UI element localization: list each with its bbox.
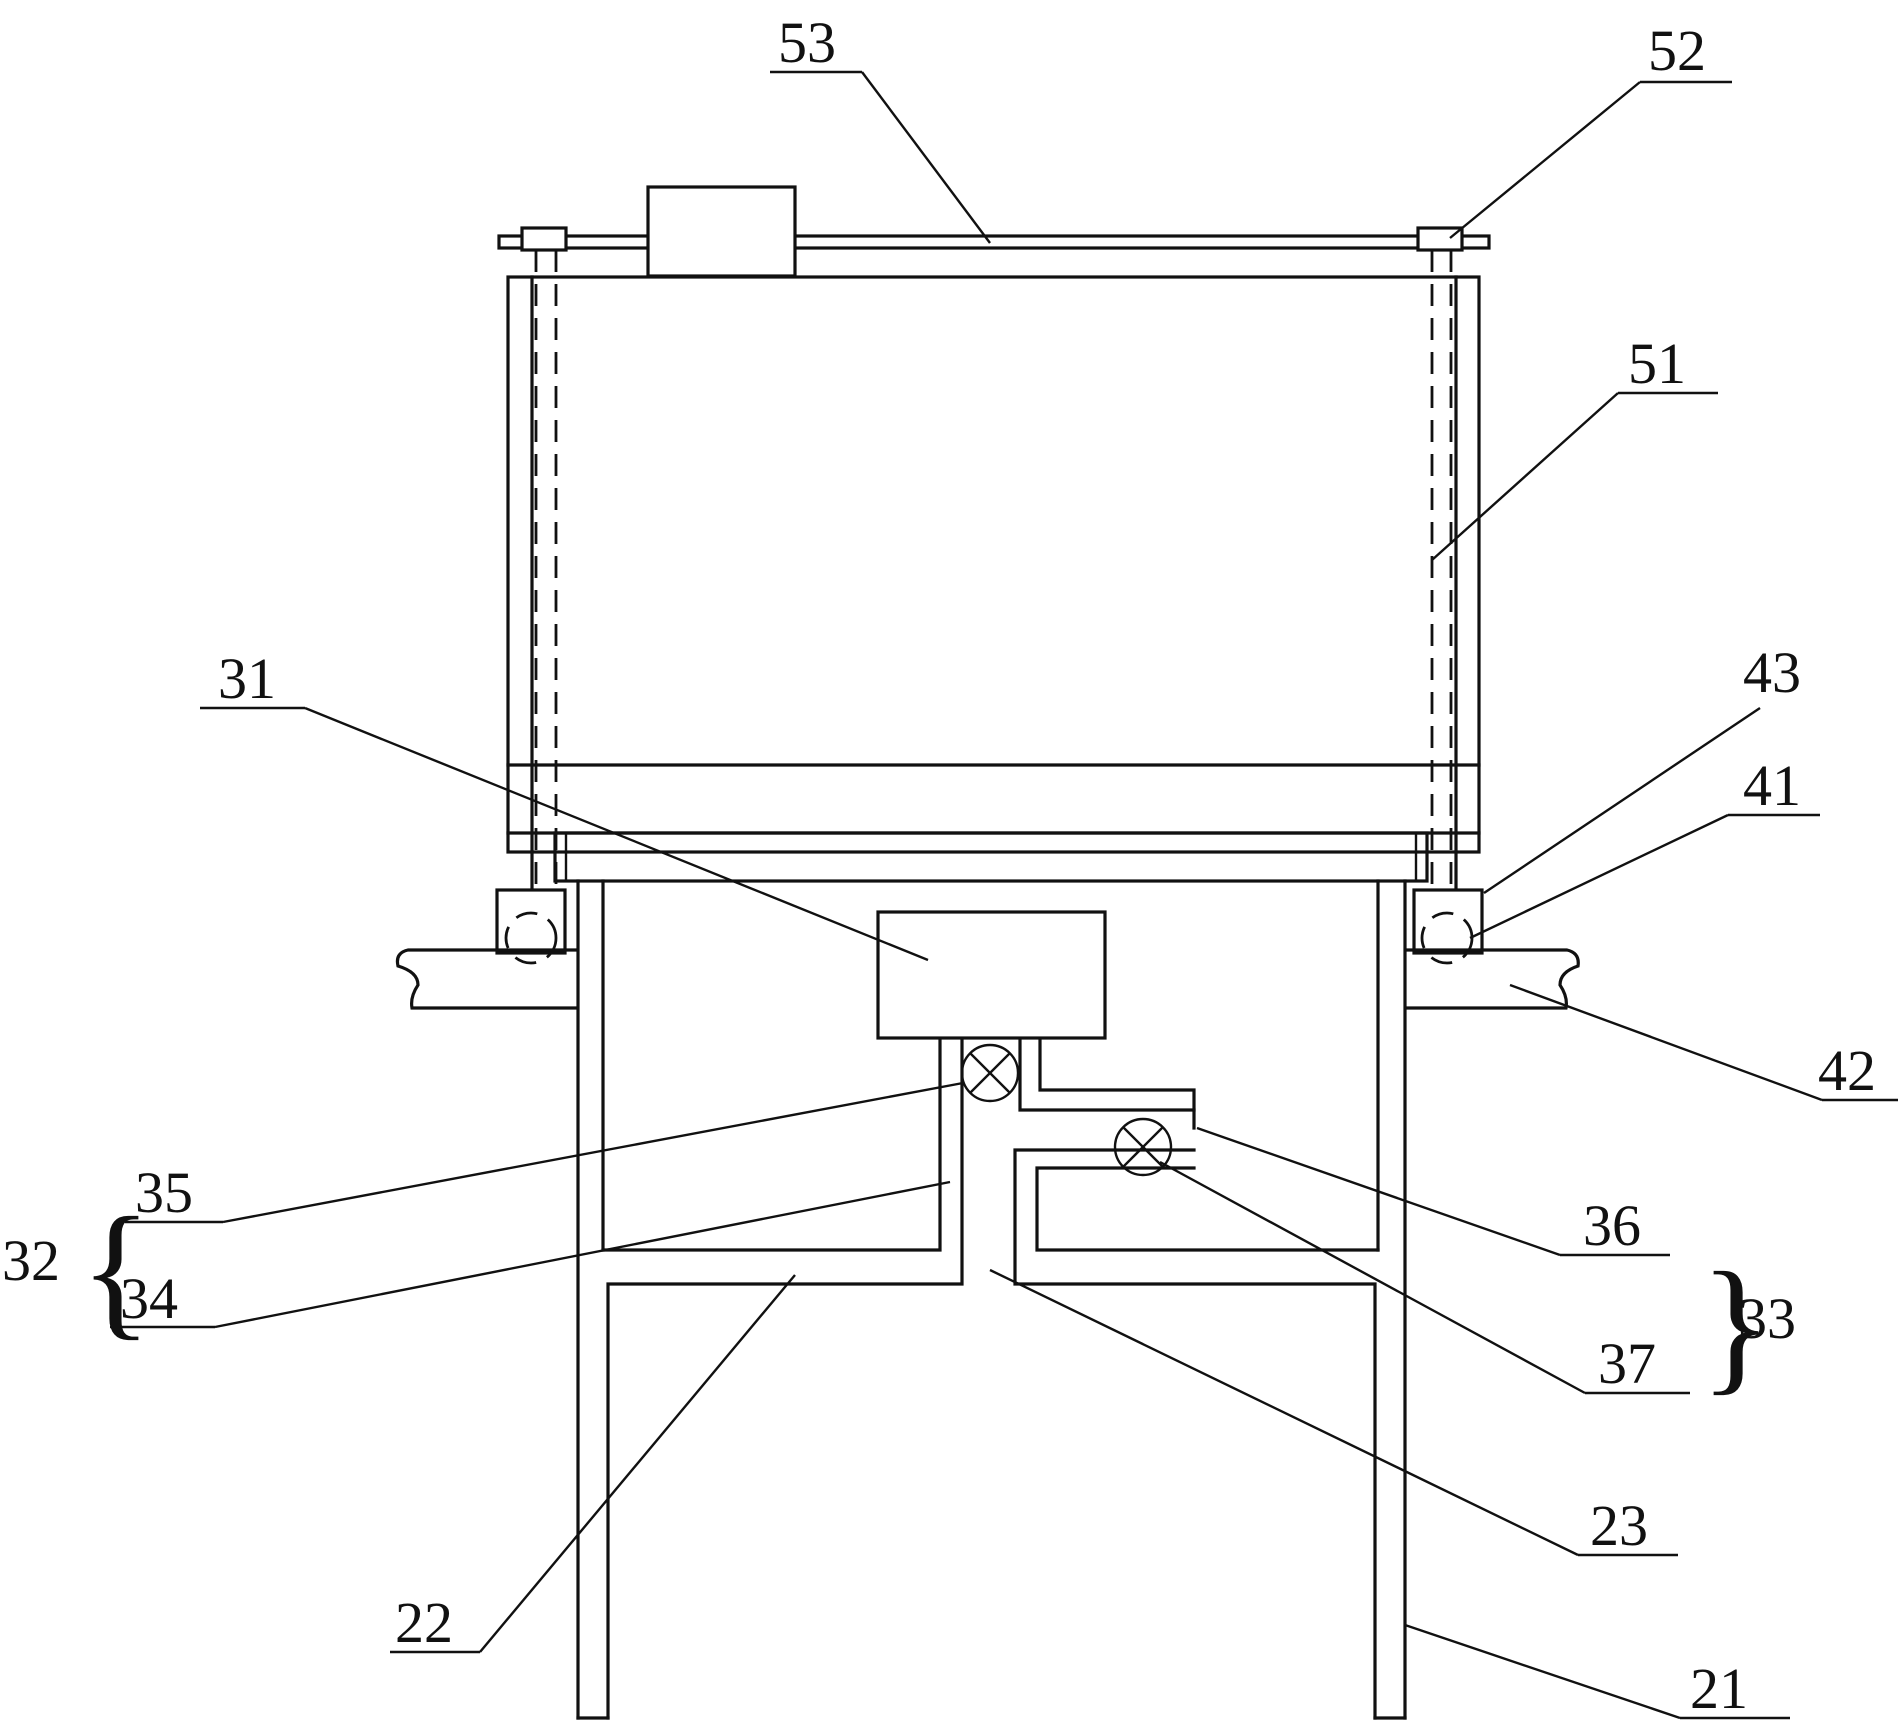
label-31: 31 — [218, 646, 276, 711]
label-41: 41 — [1743, 753, 1801, 818]
leader-36 — [1196, 1126, 1561, 1257]
right-pipe-lower — [1013, 1148, 1377, 1720]
label-33: 33 — [1738, 1286, 1796, 1351]
right-pipe — [1035, 1166, 1380, 1252]
label-52: 52 — [1648, 18, 1706, 83]
leader-22 — [479, 1274, 796, 1653]
leader-42 — [1509, 983, 1823, 1102]
label-43: 43 — [1743, 640, 1801, 705]
label-36: 36 — [1583, 1193, 1641, 1258]
label-51: 51 — [1628, 331, 1686, 396]
brace-32: { — [80, 1187, 152, 1353]
left-wheel-bracket — [495, 888, 567, 955]
left-guide-rail — [395, 948, 577, 1010]
left-wheel — [504, 911, 558, 965]
leader-lines — [110, 70, 1898, 1720]
label-53: 53 — [778, 10, 836, 75]
left-pipe-lower — [606, 1036, 964, 1720]
label-34: 34 — [120, 1266, 178, 1331]
leader-43 — [1483, 707, 1761, 894]
label-32: 32 — [2, 1228, 60, 1293]
reference-labels: 53 52 51 43 41 42 31 35 34 32 { 36 37 } … — [2, 10, 1876, 1721]
upper-right-pipe — [1018, 1036, 1196, 1130]
label-21: 21 — [1690, 1656, 1748, 1721]
cabinet-body — [506, 275, 1481, 854]
left-pipe — [601, 1036, 942, 1252]
top-box — [646, 185, 797, 278]
label-42: 42 — [1818, 1038, 1876, 1103]
upper-right-pipe-inner — [1038, 1036, 1196, 1112]
brace-33: } — [1700, 1242, 1772, 1408]
valve-37 — [1113, 1117, 1173, 1177]
label-37: 37 — [1598, 1331, 1656, 1396]
leader-23 — [989, 1268, 1579, 1557]
left-nut — [520, 226, 568, 252]
wheel-assembly — [395, 888, 1580, 1010]
control-box — [876, 910, 1107, 1040]
label-23: 23 — [1590, 1493, 1648, 1558]
support-frame — [576, 879, 1407, 1720]
valve-35 — [960, 1043, 1020, 1103]
label-35: 35 — [135, 1160, 193, 1225]
leader-21 — [1404, 1623, 1681, 1720]
cabinet-tray — [553, 831, 1429, 883]
cabinet — [497, 185, 1491, 927]
right-guide-rail — [1405, 948, 1580, 1010]
right-nut — [1416, 226, 1464, 252]
label-22: 22 — [395, 1590, 453, 1655]
leader-37 — [1159, 1160, 1586, 1395]
